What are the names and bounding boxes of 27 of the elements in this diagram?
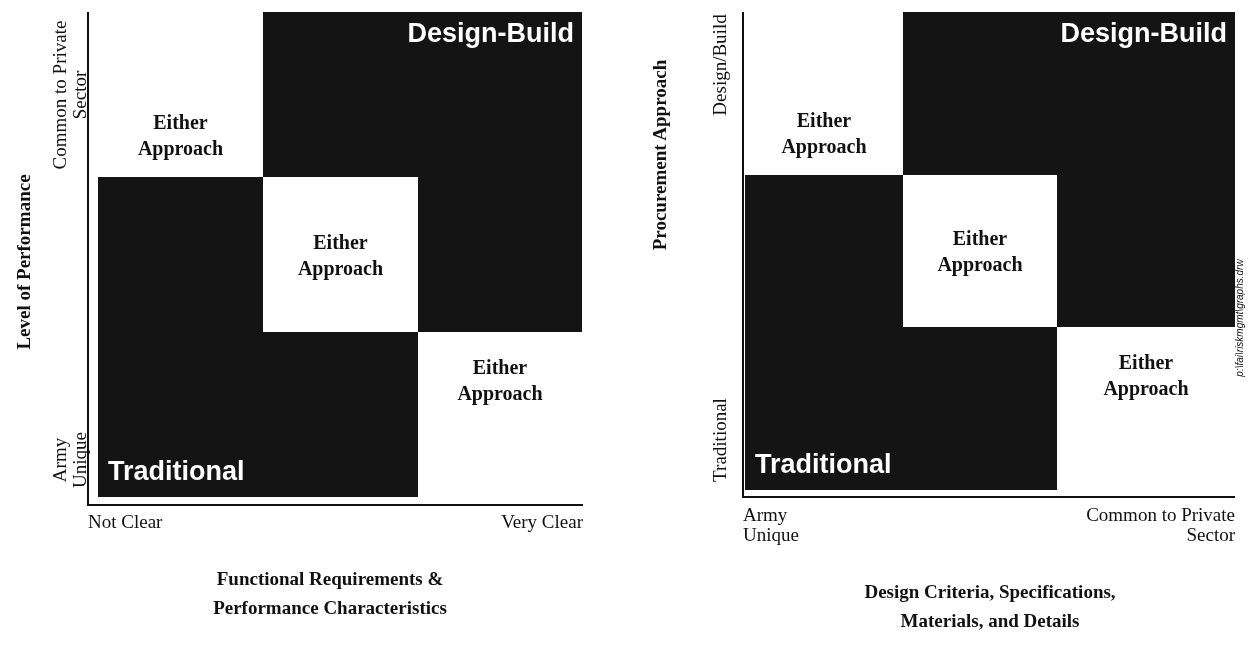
- axis-tick-label: Army Unique: [50, 431, 90, 490]
- axis-title: Functional Requirements & Performance Characteristics: [212, 567, 448, 620]
- region-label: Design-Build: [407, 18, 574, 49]
- region-label: Traditional: [755, 449, 892, 480]
- axis-title: Level of Performance: [11, 173, 35, 352]
- shaded-region: [903, 12, 1235, 327]
- region-label: Design-Build: [1060, 18, 1227, 49]
- shaded-region: [745, 175, 1057, 490]
- quadrant-label: Either Approach: [1057, 327, 1235, 422]
- axis-tick-label: Traditional: [710, 397, 730, 484]
- quadrant-label: Either Approach: [98, 92, 263, 177]
- quadrant-label: Either Approach: [903, 175, 1057, 327]
- quadrant-label: Either Approach: [263, 177, 418, 332]
- axis-tick-label: Common to Private Sector: [1085, 505, 1235, 545]
- axis-title: Design Criteria, Specifications, Materials, and Details: [863, 580, 1117, 633]
- axis-tick-label: Design/Build: [710, 13, 730, 118]
- axis-title: Procurement Approach: [647, 58, 671, 253]
- region-label: Traditional: [108, 456, 245, 487]
- file-path-note: p:\fai\riskmgmt\graphs.drw: [1234, 258, 1246, 379]
- axis-tick-label: Not Clear: [88, 512, 164, 532]
- axis-tick-label: Common to Private Sector: [50, 20, 90, 170]
- axis-tick-label: Very Clear: [500, 512, 583, 532]
- shaded-region: [98, 177, 418, 497]
- shaded-region: [263, 12, 582, 332]
- quadrant-label: Either Approach: [745, 90, 903, 175]
- axis-tick-label: Army Unique: [743, 505, 800, 545]
- quadrant-label: Either Approach: [418, 332, 582, 427]
